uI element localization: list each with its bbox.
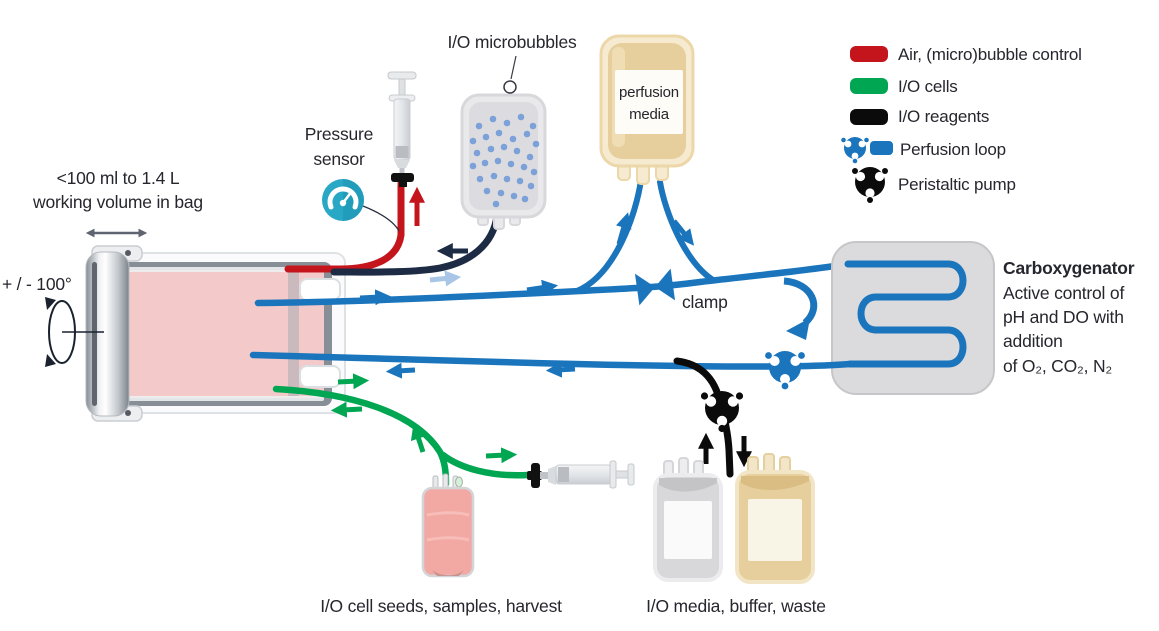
arrow-cells-up (410, 423, 427, 453)
working-volume-line1: <100 ml to 1.4 L (57, 168, 180, 188)
bag-port-upper (299, 278, 341, 301)
microbubbles-leader (510, 55, 517, 80)
arrow-cells-left (330, 401, 363, 418)
waste-bag-white (653, 457, 723, 582)
legend-swatch-cells (850, 78, 888, 94)
legend-label-reagents: I/O reagents (898, 107, 989, 126)
gauge-leader-line (362, 205, 400, 232)
white-bag-label-box (664, 501, 712, 559)
bag-port-lower (299, 365, 341, 388)
pump-rotation-arrow (783, 277, 818, 326)
perfusion-pump-icon (765, 351, 805, 390)
carboxygenator-desc-2: pH and DO with (1003, 307, 1124, 327)
arrow-return-left-2 (545, 361, 576, 378)
carboxygenator-coil (844, 260, 967, 368)
arrow-cells-right (337, 373, 370, 390)
cell-seed-bag (421, 473, 475, 578)
bag-film-edge (288, 272, 299, 396)
arrow-syringe-right (485, 447, 518, 464)
rocking-angle-label: + / - 100° (2, 274, 72, 294)
microbubbles-vessel (460, 80, 547, 230)
luer-connector-top (391, 173, 414, 182)
cells-io-label: I/O cell seeds, samples, harvest (320, 596, 562, 616)
carboxygenator-desc-3: addition (1003, 331, 1063, 351)
pressure-gauge-icon (322, 179, 364, 221)
rotation-axis-icon (45, 297, 104, 367)
arrow-faded-right (429, 270, 462, 287)
legend-swatch-reagents (850, 109, 888, 125)
clamp-icon (634, 268, 676, 306)
arrow-feed-right-2 (526, 279, 559, 296)
legend-label-cells: I/O cells (898, 77, 958, 96)
arrow-feed-right-1 (359, 289, 392, 306)
media-tube-left (574, 177, 644, 294)
carboxygenator-box (831, 241, 995, 395)
perfusion-media-label-1: perfusion (619, 84, 679, 101)
roller (85, 245, 143, 422)
arrow-media-up (615, 212, 632, 245)
microbubbles-port-circle (503, 80, 517, 94)
perfusion-media-label-2: media (629, 106, 670, 123)
legend: Air, (micro)bubble control I/O cells I/O… (841, 45, 1082, 203)
pressure-sensor-label-1: Pressure (305, 124, 373, 144)
carboxygenator-desc-1: Active control of (1003, 283, 1124, 303)
bubble-dots (469, 113, 540, 208)
working-volume-line2: working volume in bag (32, 192, 203, 212)
clamp-label: clamp (682, 292, 728, 312)
perfusion-media-bag: perfusion media (599, 34, 695, 185)
syringe-vertical (387, 71, 417, 187)
media-tube-right (657, 179, 716, 283)
carboxygenator-desc-4: of O₂, CO₂, N₂ (1003, 356, 1112, 376)
microbubbles-label: I/O microbubbles (447, 32, 577, 52)
legend-swatch-air (850, 46, 888, 62)
legend-label-pump: Peristaltic pump (898, 175, 1016, 194)
legend-swatch-perfusion (870, 141, 893, 155)
legend-pump-black-icon (852, 167, 888, 203)
bag-bottom-seam (126, 396, 324, 401)
legend-label-perfusion: Perfusion loop (900, 140, 1006, 159)
legend-pump-blue-icon (841, 137, 869, 164)
bag-top-seam (126, 267, 324, 272)
flow-arrows (330, 186, 753, 468)
cells-tube-main (272, 385, 450, 488)
microbubble-tube (330, 212, 501, 276)
media-io-label: I/O media, buffer, waste (646, 596, 826, 616)
tan-bag-label-box (748, 499, 802, 561)
arrow-media-down (672, 219, 695, 246)
legend-label-air: Air, (micro)bubble control (898, 45, 1082, 64)
cells-tube-syringe (439, 451, 532, 479)
media-bag-tan (735, 453, 815, 584)
peristaltic-pump-icon (700, 391, 744, 433)
carboxygenator-title: Carboxygenator (1003, 258, 1135, 278)
syringe-horizontal (527, 460, 635, 489)
pressure-sensor-label-2: sensor (313, 149, 365, 169)
carboxygenator-text: Carboxygenator Active control of pH and … (1003, 258, 1135, 376)
media-bag-label-box (615, 70, 683, 134)
arrow-return-left-1 (385, 362, 416, 379)
pump-rotation-arrowhead (786, 318, 810, 340)
